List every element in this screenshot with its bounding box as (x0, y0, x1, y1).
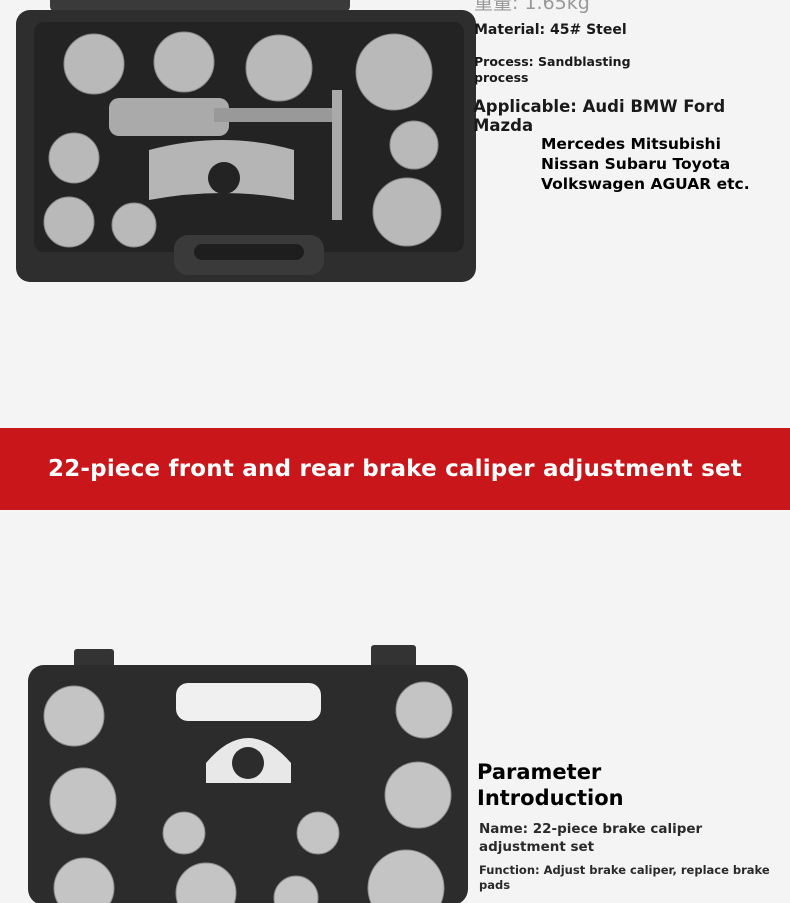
param-function-line2: pads (479, 878, 511, 892)
spec-brands-line2: Nissan Subaru Toyota (541, 155, 731, 173)
param-name-line2: adjustment set (479, 839, 595, 855)
spec-applicable: Applicable: Audi BMW Ford Mazda (473, 97, 726, 135)
product-image-open-case (16, 0, 476, 282)
product-image-case-layout (28, 645, 468, 903)
spec-brands-line1: Mercedes Mitsubishi (541, 135, 721, 153)
parameters-heading-line1: Parameter (477, 760, 602, 784)
spec-process-line2: process (474, 70, 529, 85)
spec-material: Material: 45# Steel (474, 22, 627, 38)
banner-title: 22-piece front and rear brake caliper ad… (48, 456, 742, 482)
spec-weight: 重量: 1.65kg (474, 0, 590, 14)
parameters-heading-line2: Introduction (477, 786, 624, 810)
param-name-line1: Name: 22-piece brake caliper (479, 821, 703, 837)
spec-brands-line3: Volkswagen AGUAR etc. (541, 175, 750, 193)
param-function-line1: Function: Adjust brake caliper, replace … (479, 863, 770, 877)
section-banner: 22-piece front and rear brake caliper ad… (0, 428, 790, 510)
spec-process-line1: Process: Sandblasting (474, 54, 631, 69)
